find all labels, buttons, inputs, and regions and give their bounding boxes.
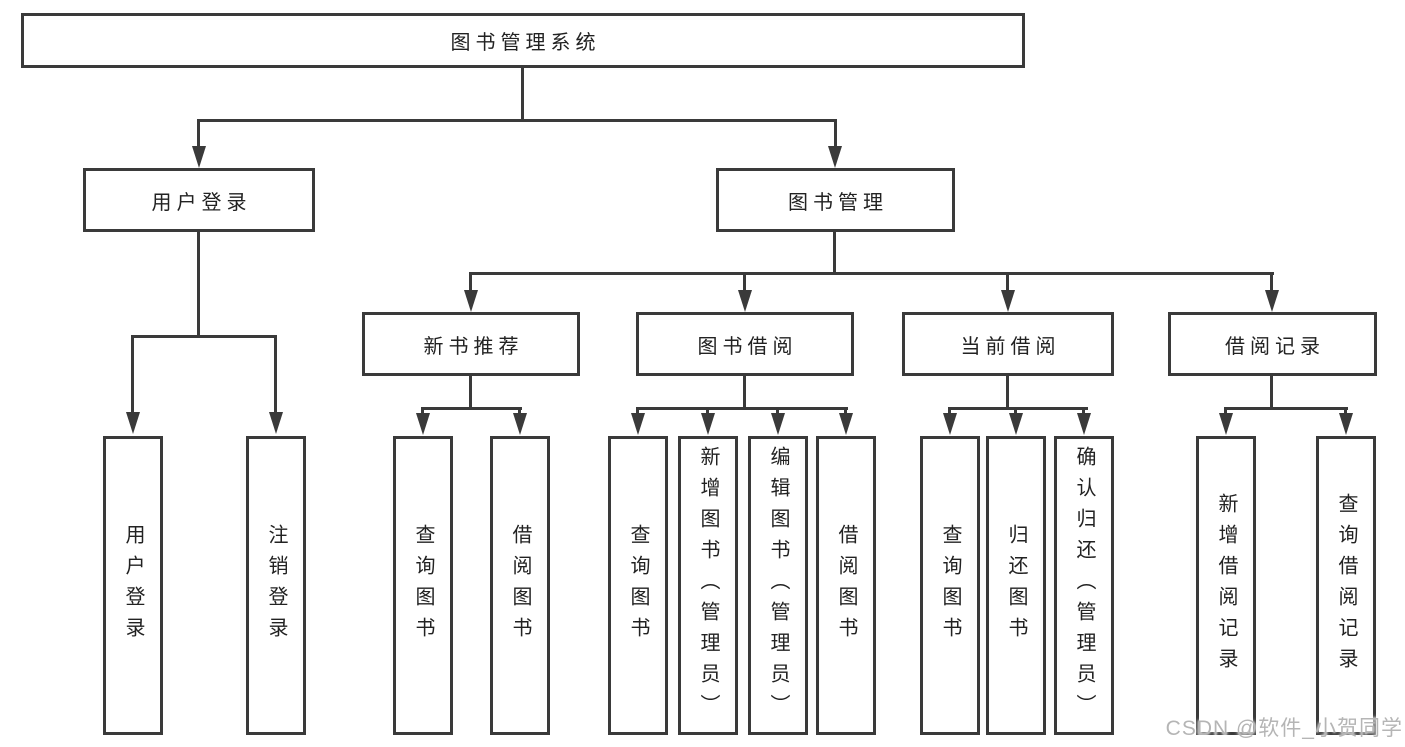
connector-line xyxy=(948,407,1088,410)
connector-line xyxy=(1224,407,1227,415)
node-leaf-logout-label: 注销登录 xyxy=(265,523,287,648)
node-leaf-br-add-record-label: 新增借阅记录 xyxy=(1215,492,1237,679)
arrow-down-icon xyxy=(771,413,785,435)
connector-line xyxy=(197,119,837,122)
node-leaf-bb-borrow-books-label: 借阅图书 xyxy=(835,523,857,648)
node-leaf-bb-query-books-label: 查询图书 xyxy=(627,523,649,648)
node-new-book-recommend: 新书推荐 xyxy=(362,312,580,376)
connector-line xyxy=(1082,407,1085,415)
connector-line xyxy=(636,407,639,415)
arrow-down-icon xyxy=(269,412,283,434)
node-leaf-nbr-query-books-label: 查询图书 xyxy=(412,523,434,648)
connector-line xyxy=(1006,376,1009,407)
connector-line xyxy=(834,119,837,147)
arrow-down-icon xyxy=(1265,290,1279,312)
connector-line xyxy=(1014,407,1017,415)
connector-line xyxy=(776,407,779,415)
connector-line xyxy=(518,407,521,415)
connector-line xyxy=(844,407,847,415)
connector-line xyxy=(421,407,522,410)
connector-line xyxy=(743,272,746,291)
node-current-borrow-label: 当前借阅 xyxy=(960,335,1061,358)
node-leaf-br-query-record: 查询借阅记录 xyxy=(1316,436,1376,735)
connector-line xyxy=(1344,407,1347,415)
arrow-down-icon xyxy=(738,290,752,312)
node-leaf-br-add-record: 新增借阅记录 xyxy=(1196,436,1256,735)
connector-line xyxy=(833,232,836,272)
arrow-down-icon xyxy=(192,146,206,168)
node-leaf-br-query-record-label: 查询借阅记录 xyxy=(1335,492,1357,679)
node-leaf-bb-query-books: 查询图书 xyxy=(608,436,668,735)
connector-line xyxy=(1270,376,1273,407)
node-book-management-label: 图书管理 xyxy=(788,191,888,214)
node-borrow-records: 借阅记录 xyxy=(1168,312,1377,376)
arrow-down-icon xyxy=(1339,413,1353,435)
arrow-down-icon xyxy=(464,290,478,312)
node-leaf-logout: 注销登录 xyxy=(246,436,306,735)
connector-line xyxy=(469,272,1274,275)
node-book-borrow-label: 图书借阅 xyxy=(697,335,798,358)
csdn-watermark: CSDN @软件_小贺同学 xyxy=(1165,717,1403,740)
node-new-book-recommend-label: 新书推荐 xyxy=(423,335,524,358)
connector-line xyxy=(521,68,524,119)
node-leaf-cb-confirm-return-admin: 确认归还（管理员） xyxy=(1054,436,1114,735)
node-leaf-bb-add-books-admin: 新增图书（管理员） xyxy=(678,436,738,735)
node-current-borrow: 当前借阅 xyxy=(902,312,1114,376)
connector-line xyxy=(948,407,951,415)
node-leaf-bb-edit-books-admin: 编辑图书（管理员） xyxy=(748,436,808,735)
node-leaf-nbr-borrow-books: 借阅图书 xyxy=(490,436,550,735)
node-leaf-bb-borrow-books: 借阅图书 xyxy=(816,436,876,735)
connector-line xyxy=(131,335,277,338)
connector-line xyxy=(274,335,277,413)
connector-line xyxy=(1006,272,1009,291)
arrow-down-icon xyxy=(839,413,853,435)
arrow-down-icon xyxy=(1077,413,1091,435)
connector-line xyxy=(131,335,134,413)
node-root-label: 图书管理系统 xyxy=(450,32,601,54)
node-leaf-cb-return-books: 归还图书 xyxy=(986,436,1046,735)
node-user-login-label: 用户登录 xyxy=(151,191,252,214)
node-leaf-cb-query-books-label: 查询图书 xyxy=(939,523,961,648)
connector-line xyxy=(1270,272,1273,291)
node-root: 图书管理系统 xyxy=(21,13,1025,68)
connector-line xyxy=(421,407,424,415)
connector-line xyxy=(469,272,472,291)
arrow-down-icon xyxy=(1009,413,1023,435)
connector-line xyxy=(197,232,200,335)
node-leaf-nbr-borrow-books-label: 借阅图书 xyxy=(509,523,531,648)
arrow-down-icon xyxy=(943,413,957,435)
arrow-down-icon xyxy=(1219,413,1233,435)
node-leaf-bb-edit-books-admin-label: 编辑图书（管理员） xyxy=(767,446,789,725)
arrow-down-icon xyxy=(126,412,140,434)
connector-line xyxy=(469,376,472,407)
node-leaf-bb-add-books-admin-label: 新增图书（管理员） xyxy=(697,446,719,725)
arrow-down-icon xyxy=(416,413,430,435)
connector-line xyxy=(1224,407,1348,410)
arrow-down-icon xyxy=(701,413,715,435)
connector-line xyxy=(636,407,848,410)
node-leaf-user-login: 用户登录 xyxy=(103,436,163,735)
connector-line xyxy=(197,119,200,147)
arrow-down-icon xyxy=(513,413,527,435)
arrow-down-icon xyxy=(1001,290,1015,312)
node-leaf-user-login-label: 用户登录 xyxy=(122,523,144,648)
arrow-down-icon xyxy=(828,146,842,168)
node-leaf-cb-return-books-label: 归还图书 xyxy=(1005,523,1027,648)
node-leaf-nbr-query-books: 查询图书 xyxy=(393,436,453,735)
node-user-login: 用户登录 xyxy=(83,168,315,232)
node-borrow-records-label: 借阅记录 xyxy=(1225,335,1325,358)
connector-line xyxy=(706,407,709,415)
node-leaf-cb-query-books: 查询图书 xyxy=(920,436,980,735)
connector-line xyxy=(743,376,746,407)
node-book-management: 图书管理 xyxy=(716,168,955,232)
arrow-down-icon xyxy=(631,413,645,435)
node-leaf-cb-confirm-return-admin-label: 确认归还（管理员） xyxy=(1073,446,1095,725)
node-book-borrow: 图书借阅 xyxy=(636,312,854,376)
